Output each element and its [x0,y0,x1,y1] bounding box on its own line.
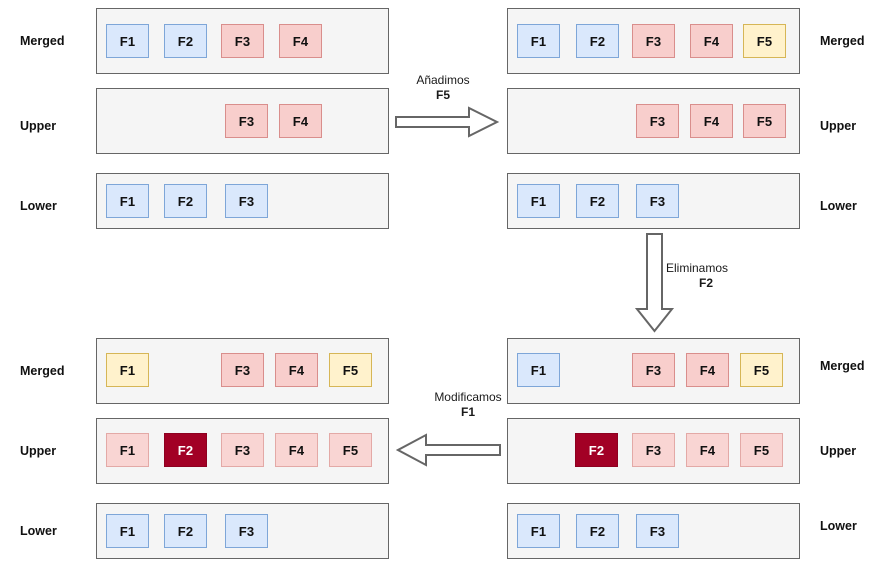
row-label-merged: Merged [20,364,65,378]
cell-f2[interactable]: F2 [576,184,619,218]
cell-f5[interactable]: F5 [740,353,783,387]
caption-line-1: Añadimos [416,73,470,87]
cell-f2[interactable]: F2 [164,184,207,218]
cell-f3[interactable]: F3 [636,514,679,548]
row-label-upper: Upper [820,444,857,458]
arrow-down-icon [635,233,675,333]
cell-f3[interactable]: F3 [632,24,675,58]
row-label-upper: Upper [20,444,57,458]
cell-f2[interactable]: F2 [164,24,207,58]
cell-f1[interactable]: F1 [106,433,149,467]
cell-f5[interactable]: F5 [329,353,372,387]
cell-f1[interactable]: F1 [517,353,560,387]
row-label-merged: Merged [820,359,865,373]
cell-f3[interactable]: F3 [221,433,264,467]
cell-f1[interactable]: F1 [106,353,149,387]
cell-f5[interactable]: F5 [740,433,783,467]
cell-f3[interactable]: F3 [636,104,679,138]
cell-f4[interactable]: F4 [686,433,729,467]
cell-f2[interactable]: F2 [164,433,207,467]
arrow-left-icon [396,432,502,468]
cell-f2[interactable]: F2 [575,433,618,467]
cell-f2[interactable]: F2 [576,514,619,548]
row-label-lower: Lower [20,199,57,213]
cell-f4[interactable]: F4 [279,24,322,58]
row-label-lower: Lower [820,519,857,533]
caption-line-2: F5 [435,88,450,102]
cell-f1[interactable]: F1 [517,514,560,548]
row-label-lower: Lower [20,524,57,538]
cell-f1[interactable]: F1 [517,184,560,218]
cell-f4[interactable]: F4 [275,433,318,467]
cell-f4[interactable]: F4 [690,24,733,58]
row-label-merged: Merged [820,34,865,48]
transition-caption-modify: Modificamos F1 [422,390,514,420]
cell-f3[interactable]: F3 [632,353,675,387]
cell-f4[interactable]: F4 [690,104,733,138]
caption-line-2: F1 [460,405,475,419]
cell-f3[interactable]: F3 [221,353,264,387]
cell-f5[interactable]: F5 [743,104,786,138]
cell-f3[interactable]: F3 [221,24,264,58]
row-label-merged: Merged [20,34,65,48]
cell-f1[interactable]: F1 [517,24,560,58]
transition-caption-add: Añadimos F5 [398,73,488,103]
row-label-upper: Upper [20,119,57,133]
caption-line-2: F2 [698,276,713,290]
cell-f1[interactable]: F1 [106,514,149,548]
cell-f2[interactable]: F2 [164,514,207,548]
caption-line-1: Eliminamos [666,261,729,275]
transition-caption-delete: Eliminamos F2 [666,261,776,291]
cell-f1[interactable]: F1 [106,184,149,218]
cell-f5[interactable]: F5 [743,24,786,58]
row-label-upper: Upper [820,119,857,133]
cell-f3[interactable]: F3 [636,184,679,218]
caption-line-1: Modificamos [434,390,502,404]
cell-f3[interactable]: F3 [225,514,268,548]
arrow-right-icon [395,106,499,138]
row-label-lower: Lower [820,199,857,213]
cell-f3[interactable]: F3 [632,433,675,467]
cell-f5[interactable]: F5 [329,433,372,467]
cell-f4[interactable]: F4 [279,104,322,138]
cell-f2[interactable]: F2 [576,24,619,58]
cell-f1[interactable]: F1 [106,24,149,58]
cell-f4[interactable]: F4 [275,353,318,387]
cell-f3[interactable]: F3 [225,104,268,138]
cell-f4[interactable]: F4 [686,353,729,387]
cell-f3[interactable]: F3 [225,184,268,218]
